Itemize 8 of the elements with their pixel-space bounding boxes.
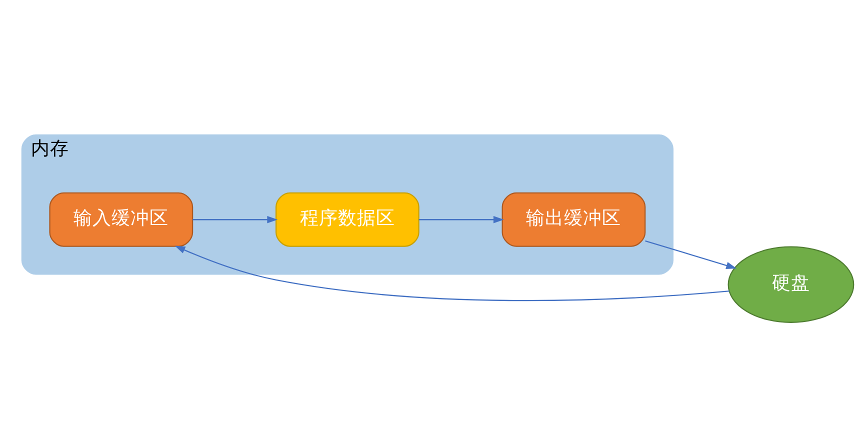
arrow	[418, 215, 504, 223]
arrow	[645, 240, 737, 269]
node-box: 输出缓冲区	[502, 192, 646, 246]
node-ellipse: 硬盘	[728, 246, 854, 322]
node-box: 程序数据区	[276, 192, 420, 246]
arrow	[174, 245, 730, 301]
arrow	[192, 215, 278, 223]
node-box: 输入缓冲区	[49, 192, 194, 246]
